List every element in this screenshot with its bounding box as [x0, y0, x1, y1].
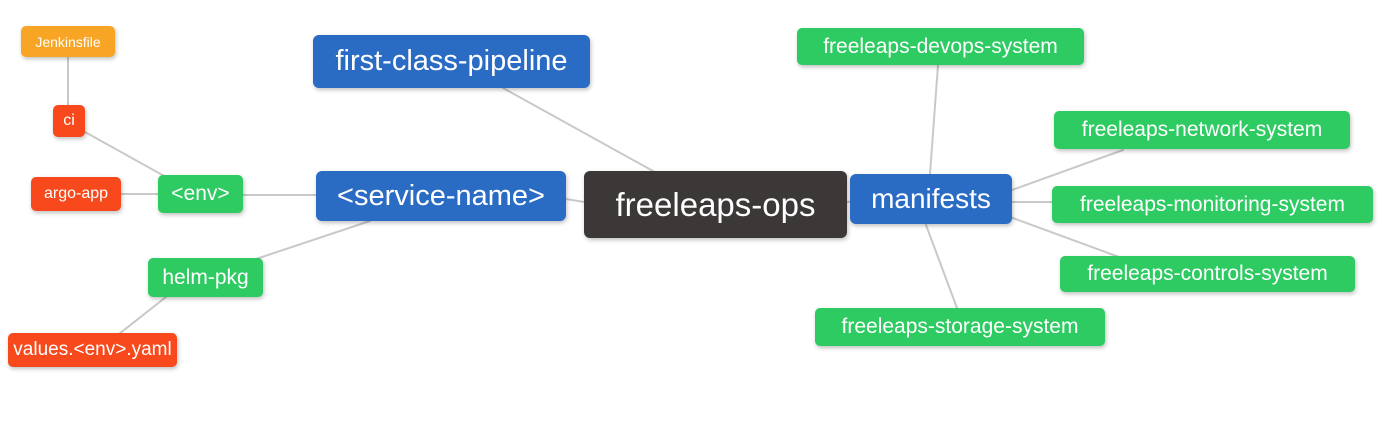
node-ci[interactable]: ci — [53, 105, 85, 137]
edge-manifests-storage-system — [925, 224, 958, 309]
node-freeleaps-ops-root[interactable]: freeleaps-ops — [584, 171, 847, 238]
node-values-env-yaml[interactable]: values.<env>.yaml — [8, 333, 177, 367]
node-freeleaps-devops-system[interactable]: freeleaps-devops-system — [797, 28, 1084, 65]
node-freeleaps-monitoring-system[interactable]: freeleaps-monitoring-system — [1052, 186, 1373, 223]
node-service-name[interactable]: <service-name> — [316, 171, 566, 221]
node-helm-pkg[interactable]: helm-pkg — [148, 258, 263, 297]
edge-ci-env — [84, 131, 167, 178]
node-freeleaps-storage-system[interactable]: freeleaps-storage-system — [815, 308, 1105, 346]
node-manifests[interactable]: manifests — [850, 174, 1012, 224]
edge-helm-pkg-values — [118, 296, 167, 335]
node-freeleaps-controls-system[interactable]: freeleaps-controls-system — [1060, 256, 1355, 292]
edge-manifests-controls-system — [1009, 216, 1120, 258]
edge-pipeline-ops — [502, 87, 654, 172]
node-argo-app[interactable]: argo-app — [31, 177, 121, 211]
edge-service-name-ops — [565, 198, 585, 203]
node-first-class-pipeline[interactable]: first-class-pipeline — [313, 35, 590, 88]
edge-manifests-network-system — [1011, 149, 1124, 191]
node-jenkinsfile[interactable]: Jenkinsfile — [21, 26, 115, 57]
node-env[interactable]: <env> — [158, 175, 243, 213]
edge-manifests-devops-system — [929, 64, 939, 175]
edge-service-name-helm-pkg — [255, 220, 371, 260]
node-freeleaps-network-system[interactable]: freeleaps-network-system — [1054, 111, 1350, 149]
